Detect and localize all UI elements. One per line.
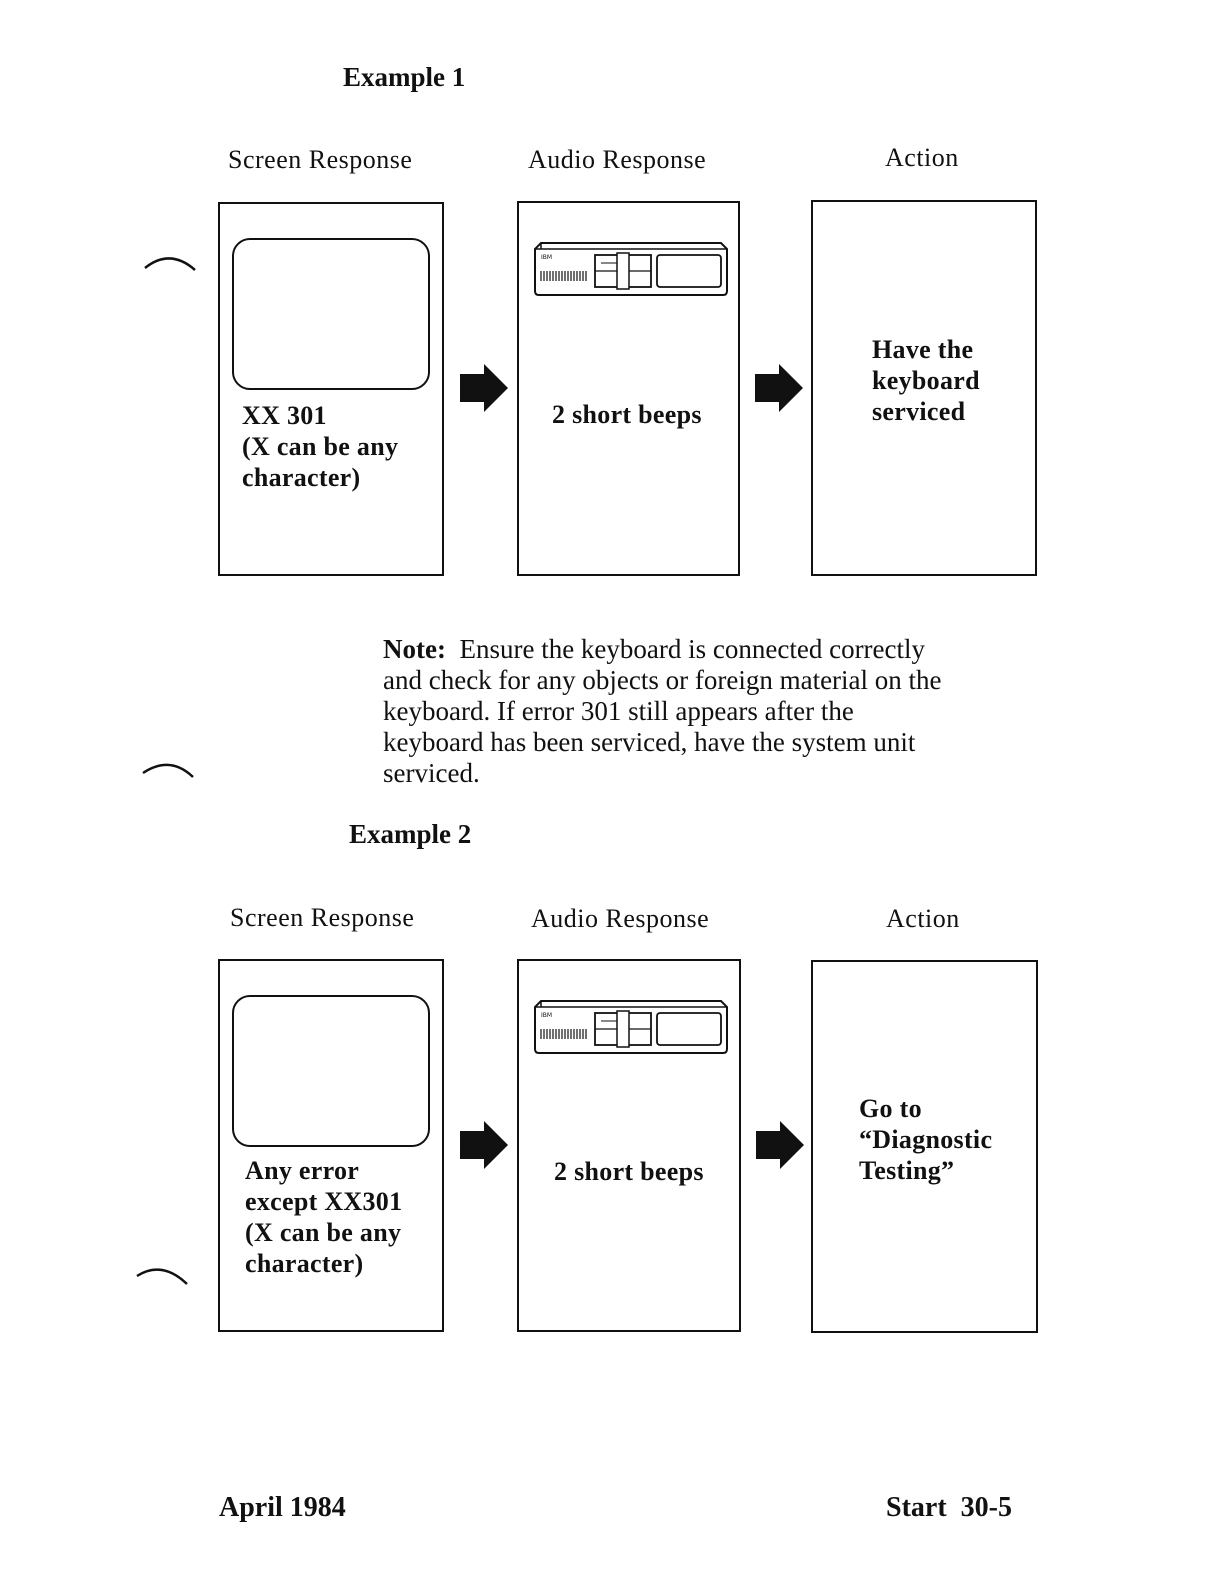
margin-mark xyxy=(136,1268,188,1285)
screen-response-text: Any error except XX301 (X can be any cha… xyxy=(245,1155,402,1279)
audio-response-header: Audio Response xyxy=(528,145,707,174)
action-panel: Go to “Diagnostic Testing” xyxy=(811,960,1038,1333)
note-label: Note: xyxy=(383,634,446,664)
system-unit-icon: IBM xyxy=(534,1000,728,1054)
audio-response-panel: IBM 2 short beeps xyxy=(517,959,741,1332)
note-line: Ensure the keyboard is connected correct… xyxy=(459,634,926,664)
screen-response-text: XX 301 (X can be any character) xyxy=(242,400,398,493)
action-panel: Have the keyboard serviced xyxy=(811,200,1037,576)
note-paragraph: Note: Ensure the keyboard is connected c… xyxy=(383,634,942,789)
action-line: Go to xyxy=(859,1094,922,1123)
screen-line: except XX301 xyxy=(245,1187,403,1216)
note-line: keyboard. If error 301 still appears aft… xyxy=(383,696,854,726)
action-text: Go to “Diagnostic Testing” xyxy=(859,1093,992,1186)
audio-response-text: 2 short beeps xyxy=(552,400,702,429)
example-1-title: Example 1 xyxy=(343,62,466,92)
screen-line: XX 301 xyxy=(242,401,327,430)
screen-response-header: Screen Response xyxy=(230,903,415,932)
margin-mark xyxy=(142,763,194,778)
audio-response-panel: IBM 2 short beeps xyxy=(517,201,740,576)
screen-line: (X can be any xyxy=(245,1218,402,1247)
right-arrow-icon xyxy=(460,364,508,412)
pc-logo: IBM xyxy=(541,254,552,261)
example-2-title: Example 2 xyxy=(349,819,472,849)
screen-line: Any error xyxy=(245,1156,360,1185)
screen-response-header: Screen Response xyxy=(228,145,413,174)
note-line: and check for any objects or foreign mat… xyxy=(383,665,942,695)
screen-line: character) xyxy=(245,1249,364,1278)
monitor-screen-icon xyxy=(232,238,430,390)
monitor-screen-icon xyxy=(232,995,430,1147)
right-arrow-icon xyxy=(460,1121,508,1169)
action-line: Have the xyxy=(872,335,974,364)
screen-line: character) xyxy=(242,463,361,492)
screen-response-panel: Any error except XX301 (X can be any cha… xyxy=(218,959,444,1332)
screen-line: (X can be any xyxy=(242,432,399,461)
footer-date: April 1984 xyxy=(219,1492,346,1523)
action-line: Testing” xyxy=(859,1156,955,1185)
note-line: keyboard has been serviced, have the sys… xyxy=(383,727,916,757)
footer-page-number: Start 30-5 xyxy=(886,1492,1012,1523)
action-text: Have the keyboard serviced xyxy=(872,334,980,427)
right-arrow-icon xyxy=(755,364,803,412)
audio-response-text: 2 short beeps xyxy=(554,1157,704,1186)
action-line: serviced xyxy=(872,397,966,426)
action-line: “Diagnostic xyxy=(859,1125,993,1154)
right-arrow-icon xyxy=(756,1121,804,1169)
screen-response-panel: XX 301 (X can be any character) xyxy=(218,202,444,576)
audio-response-header: Audio Response xyxy=(531,904,710,933)
system-unit-icon: IBM xyxy=(534,242,728,296)
action-line: keyboard xyxy=(872,366,980,395)
pc-logo: IBM xyxy=(541,1012,552,1019)
note-line: serviced. xyxy=(383,758,480,788)
action-header: Action xyxy=(885,143,959,172)
margin-mark xyxy=(144,257,196,271)
action-header: Action xyxy=(886,904,960,933)
